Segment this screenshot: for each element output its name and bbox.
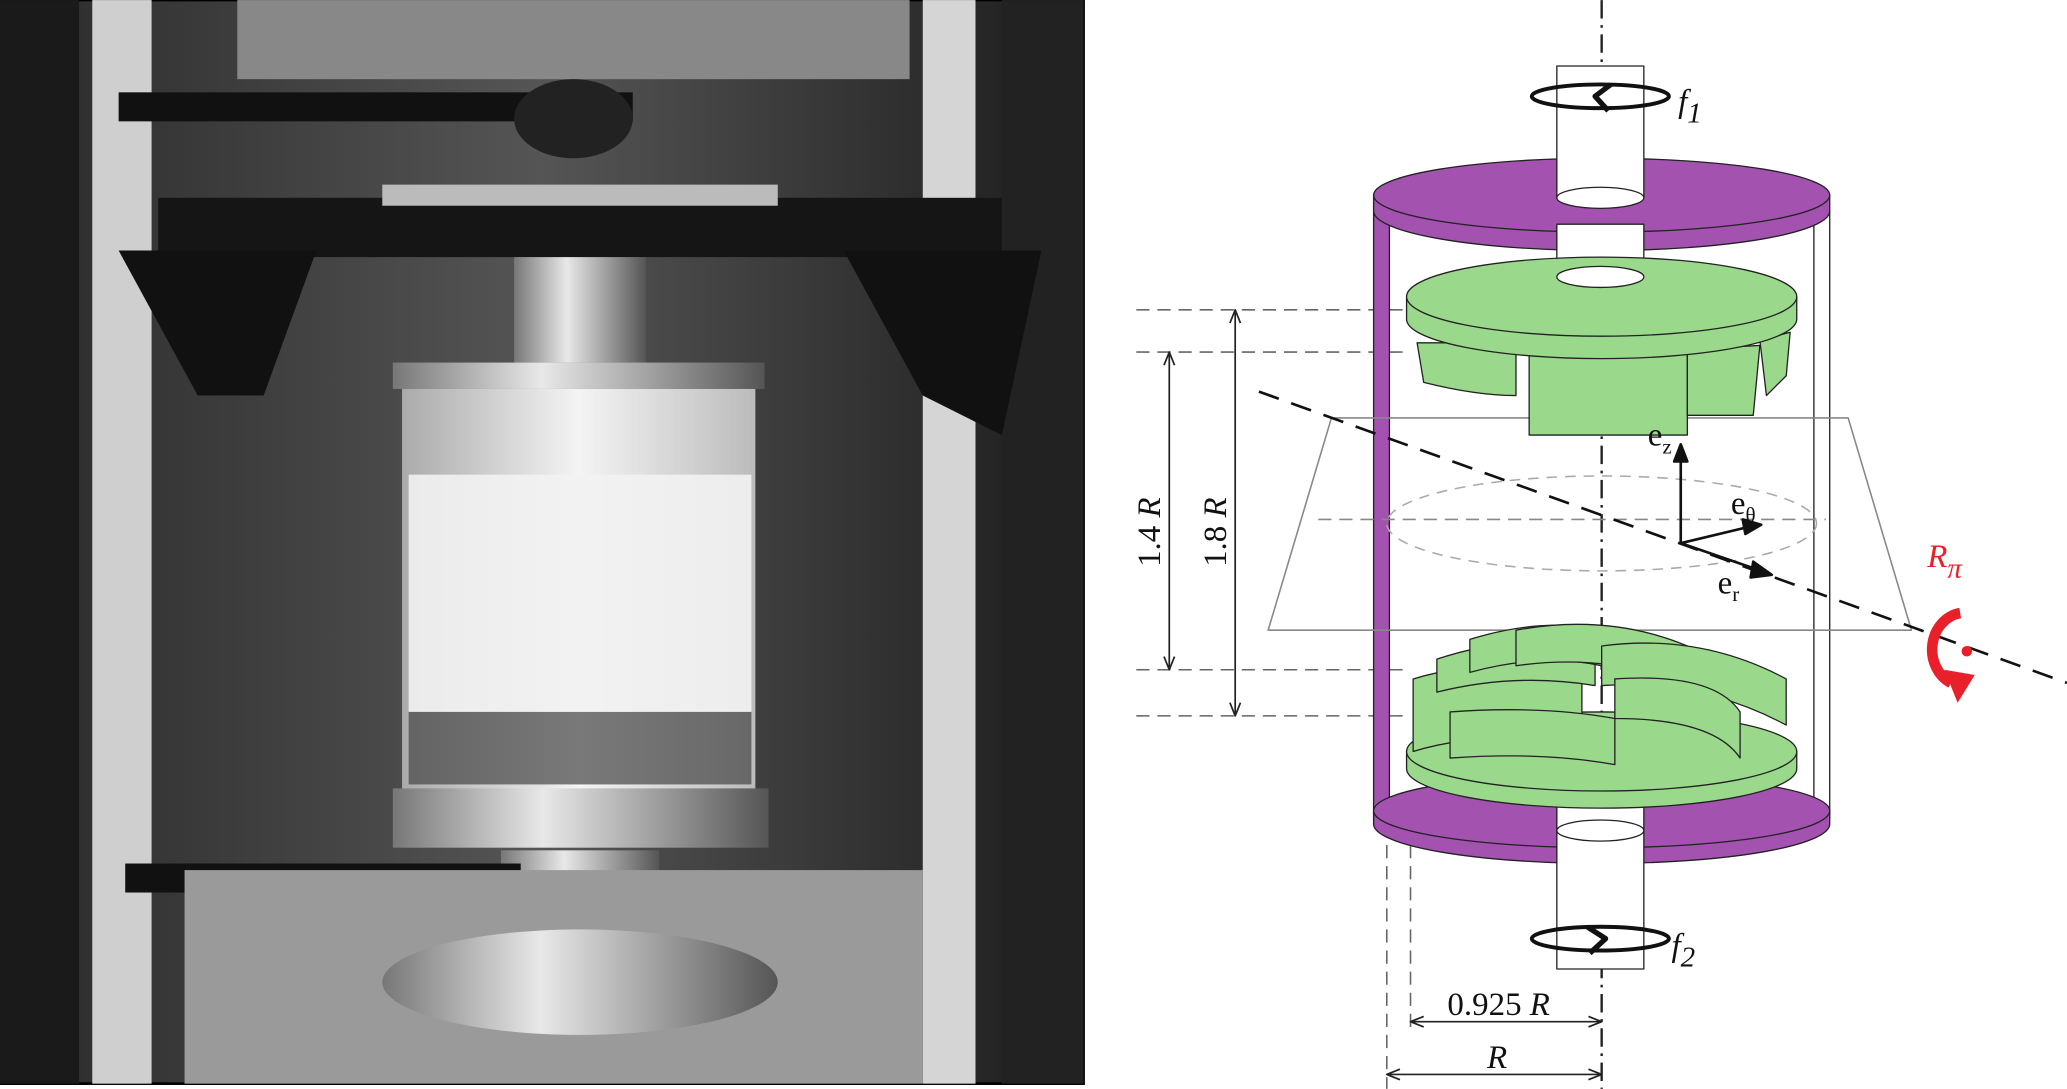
label-rpi: Rπ	[1926, 539, 1963, 585]
label-ez: ez	[1648, 418, 1672, 459]
top-impeller	[1405, 256, 1798, 436]
top-shaft	[1556, 65, 1645, 199]
label-R: R	[1486, 1040, 1507, 1076]
unit-vectors	[1672, 442, 1774, 579]
rpi-rotation-icon	[1926, 607, 1975, 703]
rotation-axis-rpi	[1258, 390, 2067, 685]
rotation-f2-icon	[1529, 924, 1671, 956]
label-etheta: eθ	[1731, 486, 1756, 527]
label-f1: f1	[1678, 84, 1702, 130]
label-f2: f2	[1672, 928, 1696, 974]
rotation-f1-icon	[1529, 82, 1671, 113]
dimension-arrows	[1163, 308, 1603, 1081]
schematic-diagram: 1.4 R 1.8 R 0.925 R R	[1132, 0, 2067, 1089]
label-1-8R: 1.8 R	[1198, 497, 1234, 567]
label-0-925R: 0.925 R	[1447, 987, 1549, 1023]
label-1-4R: 1.4 R	[1132, 497, 1168, 567]
midplane-circle	[1385, 475, 1818, 572]
label-er: er	[1718, 565, 1740, 606]
apparatus-photo	[0, 0, 1085, 1085]
cylinder-wall-left	[1372, 210, 1391, 819]
cylinder-wall-right	[1813, 210, 1831, 819]
bottom-impeller	[1405, 623, 1798, 809]
